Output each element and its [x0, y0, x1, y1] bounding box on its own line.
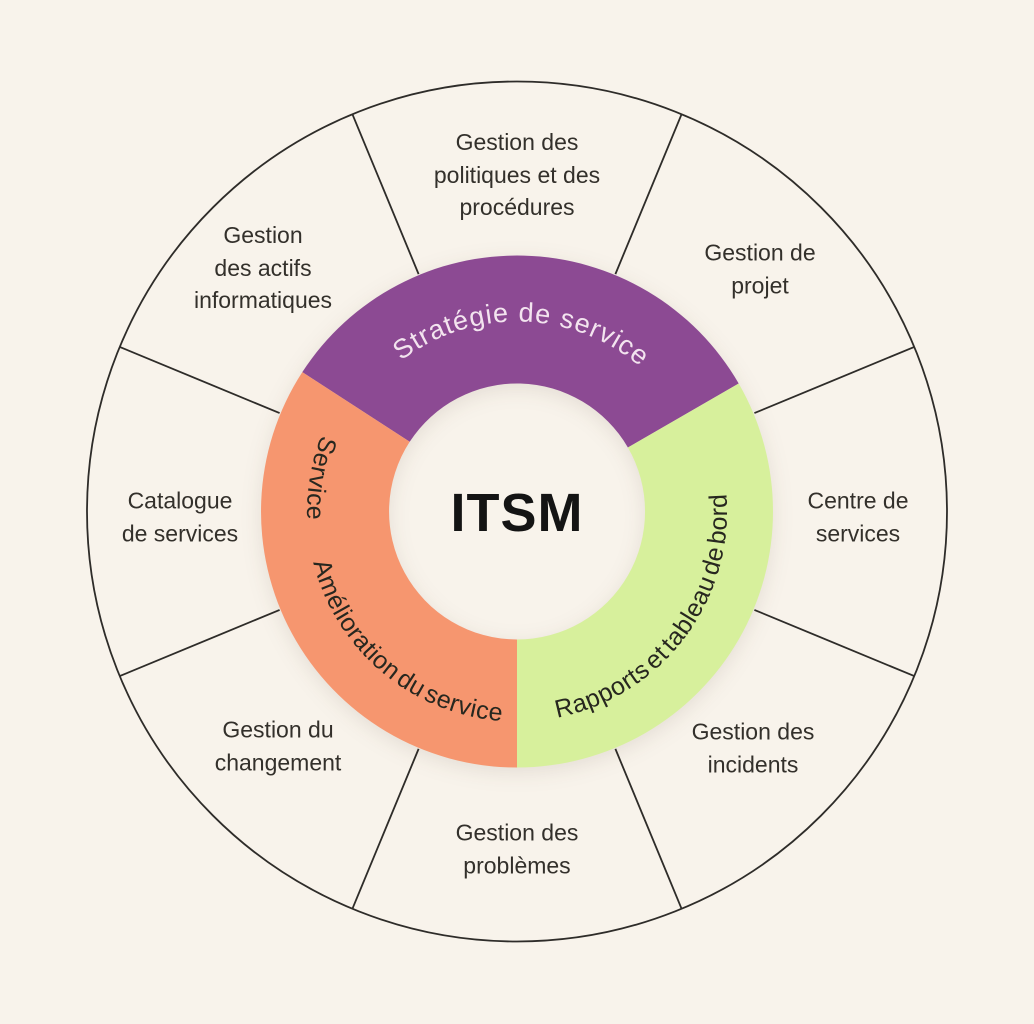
- segment-strategie-de-service: [302, 255, 739, 448]
- sector-label-actifs: Gestion des actifs informatiques: [193, 222, 333, 314]
- sector-label-catalogue: Catalogue de services: [121, 487, 239, 546]
- sector-label-centre-de-services: Centre de services: [807, 487, 909, 546]
- divider-112: [351, 113, 420, 275]
- segment-rapports-et-tableau-de-bord: [517, 383, 773, 768]
- divider-202: [119, 609, 280, 677]
- sector-label-problemes: Gestion des problèmes: [455, 819, 579, 878]
- divider-22: [754, 346, 915, 414]
- divider-247: [351, 748, 420, 910]
- sector-label-changement: Gestion du changement: [214, 716, 342, 775]
- divider-292: [614, 748, 683, 910]
- divider-157: [119, 346, 280, 414]
- divider-67: [614, 113, 683, 275]
- sector-dividers: [119, 113, 915, 910]
- inner-ring: [261, 255, 773, 768]
- outer-circle: [86, 80, 948, 943]
- sector-label-incidents: Gestion des incidents: [691, 718, 815, 777]
- segment-amelioration-du-service: [261, 372, 517, 768]
- sector-label-politiques: Gestion des politiques et des procédures: [433, 129, 601, 221]
- divider-337: [754, 609, 915, 677]
- sector-label-projet: Gestion de projet: [704, 239, 816, 298]
- center-title: ITSM: [450, 483, 584, 543]
